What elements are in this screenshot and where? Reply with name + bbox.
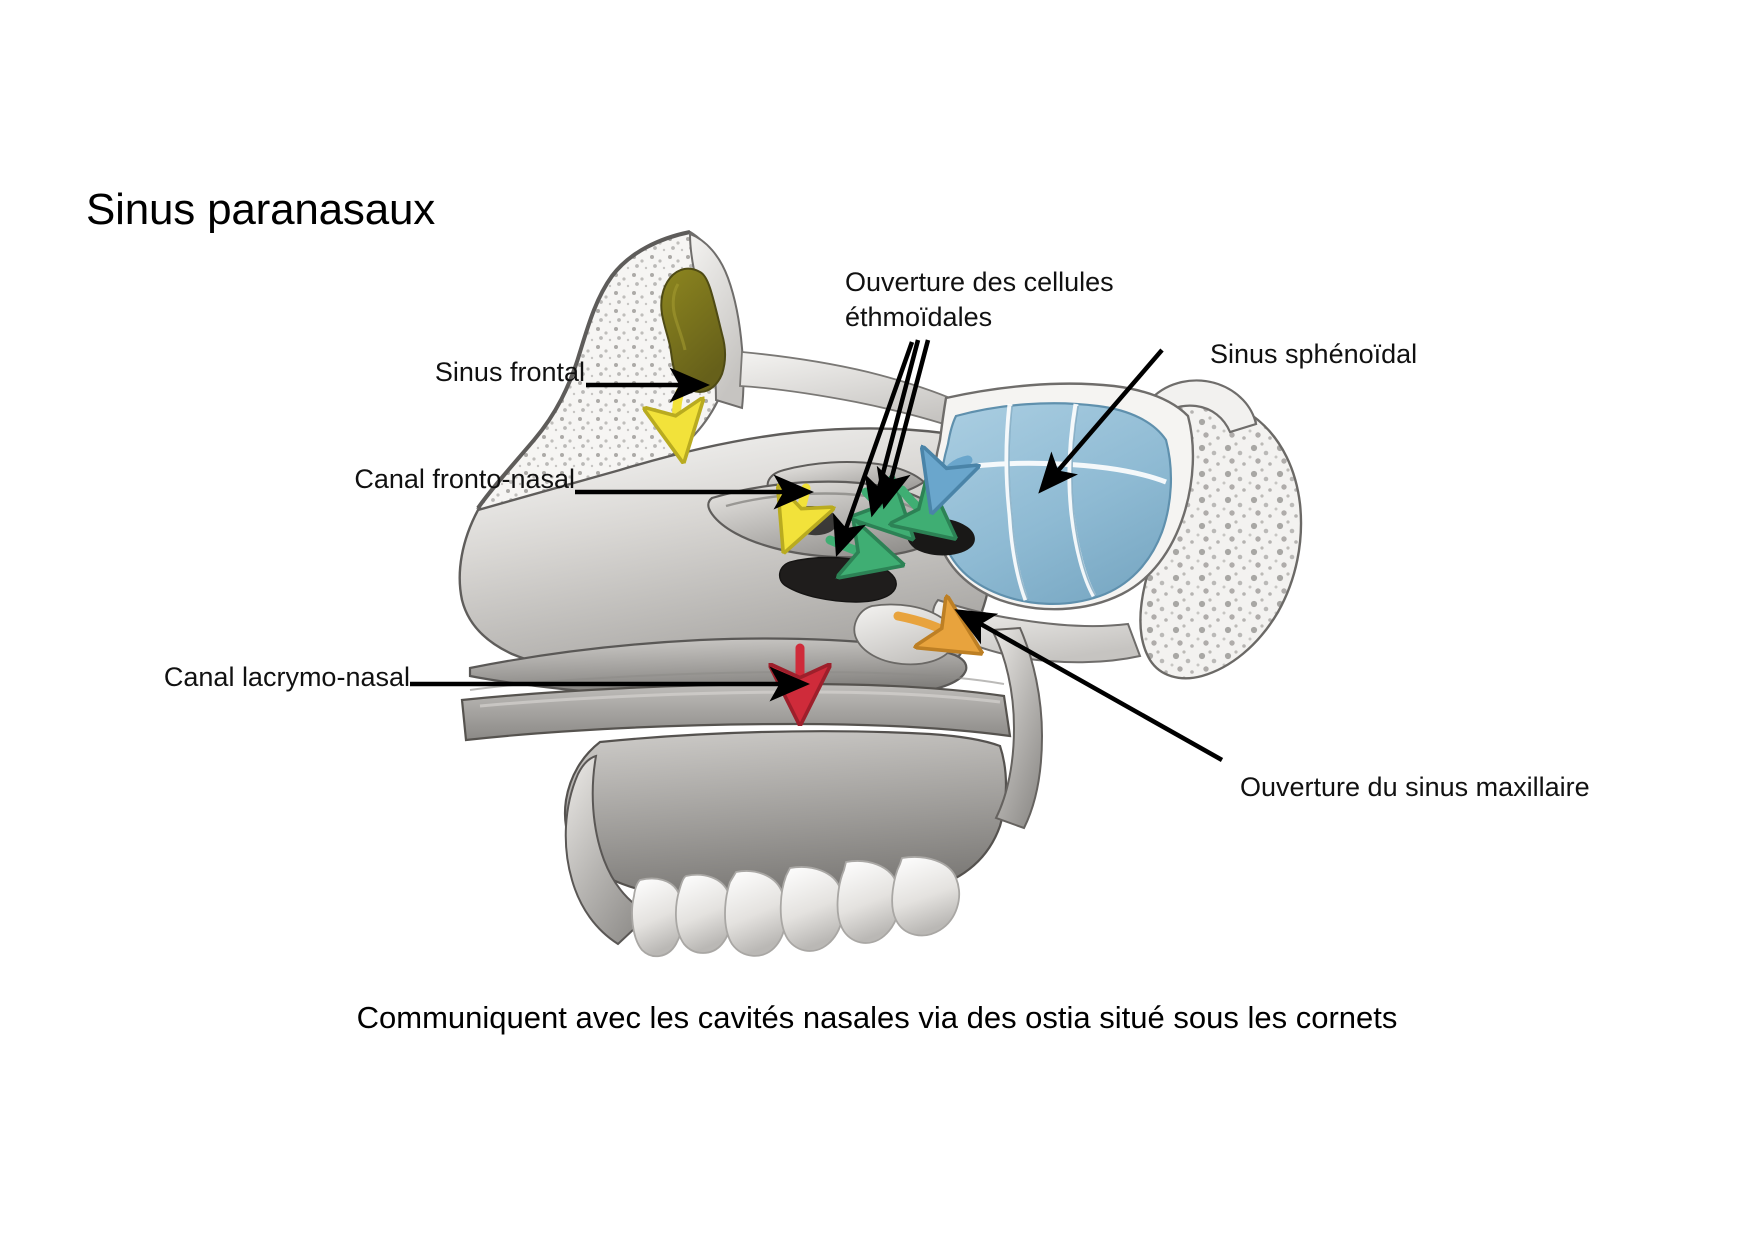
pterygoid-process xyxy=(932,598,1142,664)
sphenoid-body xyxy=(931,382,1195,611)
maxillary-sinus-arrow xyxy=(893,616,954,636)
ethmoid-arrow-3 xyxy=(825,540,872,556)
upper-dentition xyxy=(631,856,961,958)
label-ouverture-cellules-ethmoidales: Ouverture des cellules éthmoïdales xyxy=(845,267,1114,332)
leader-maxillary-sinus-opening xyxy=(954,609,1224,762)
anterior-maxilla xyxy=(564,754,652,946)
ethmoid-arrow-1 xyxy=(866,492,890,516)
hard-palate-highlight xyxy=(479,690,1001,708)
frontal-sinus-cavity xyxy=(660,267,726,394)
label-canal-fronto-nasal: Canal fronto-nasal xyxy=(354,464,575,494)
inferior-concha xyxy=(468,637,968,702)
middle-concha xyxy=(707,480,947,559)
uncinate-process xyxy=(853,603,956,666)
flow-arrows xyxy=(677,387,968,692)
leader-ethmoid-cells-c xyxy=(832,341,915,557)
label-sinus-frontal: Sinus frontal xyxy=(434,357,585,387)
tooth-molar-1 xyxy=(891,856,961,937)
superior-concha xyxy=(766,461,926,505)
hiatus-semilunaris xyxy=(779,556,897,603)
frontal-sinus-highlight xyxy=(671,283,687,351)
middle-concha-shading xyxy=(725,492,923,514)
sphenoid-sinus-septa-shadow xyxy=(1008,405,1097,601)
leader-ethmoid-cells-a xyxy=(876,339,931,510)
leader-sphenoid-sinus xyxy=(1038,348,1164,494)
cribriform-plate-region xyxy=(739,351,973,434)
page-title: Sinus paranasaux xyxy=(86,185,436,234)
leader-lines xyxy=(410,339,1224,762)
leader-ethmoid-cells-b xyxy=(864,339,921,518)
slide-caption: Communiquent avec les cavités nasales vi… xyxy=(356,1000,1398,1035)
posterior-spongy-bone xyxy=(1139,397,1303,680)
tooth-premolar-2 xyxy=(836,860,901,944)
nasal-bone xyxy=(688,232,745,410)
tooth-incisor-2 xyxy=(675,873,733,954)
hard-palate xyxy=(460,682,1012,742)
pterygoid-plate xyxy=(990,626,1044,830)
ethmoid-bulla-gap xyxy=(906,518,975,556)
sphenoid-sinus-cavity xyxy=(938,402,1173,605)
sphenoid-superior-process xyxy=(1122,379,1258,454)
sphenoid-sinus-septa xyxy=(945,403,1167,601)
tooth-incisor-1 xyxy=(631,877,684,958)
frontal-recess-notch xyxy=(792,506,838,536)
ethmoid-arrow-2 xyxy=(902,490,930,518)
skull-sagittal-section xyxy=(458,230,1303,958)
maxilla-body xyxy=(564,730,1008,906)
nasal-floor-shading xyxy=(469,670,1005,691)
label-ouverture-sinus-maxillaire: Ouverture du sinus maxillaire xyxy=(1240,772,1590,802)
sphenoid-sinus-arrow xyxy=(942,460,968,482)
label-sinus-sphenoidal: Sinus sphénoïdal xyxy=(1210,339,1418,369)
label-canal-lacrymo-nasal: Canal lacrymo-nasal xyxy=(163,662,410,692)
tooth-canine xyxy=(724,870,788,957)
frontonasal-canal-arrow xyxy=(796,483,806,522)
tooth-premolar-1 xyxy=(779,866,845,952)
frontal-sinus-arrow xyxy=(677,387,680,430)
